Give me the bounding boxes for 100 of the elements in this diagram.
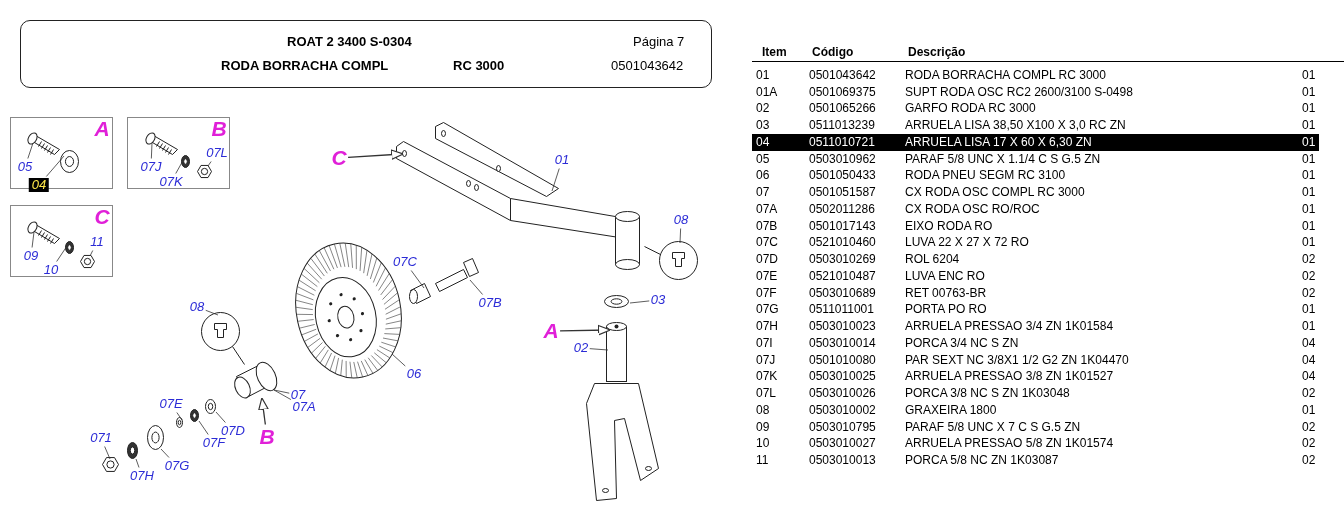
catalog-title: ROAT 2 3400 S-0304 [287, 34, 412, 49]
leader-line [198, 420, 209, 435]
part-description: PORCA 5/8 NC ZN 1K03087 [905, 453, 1059, 468]
part-code: 0511011001 [809, 302, 874, 318]
part-code: 0503010002 [809, 402, 876, 418]
page-number: Página 7 [633, 34, 685, 49]
quantity: 01 [1302, 302, 1316, 318]
quantity: 02 [1302, 386, 1316, 402]
leader-line [410, 270, 425, 289]
item-number: 07H [756, 319, 778, 335]
quantity: 01 [1302, 84, 1316, 100]
spacer-drawing [176, 417, 183, 428]
part-description: PORTA PO RO [905, 302, 987, 318]
part-code: 0501051587 [809, 185, 876, 201]
callout-number: 07L [206, 146, 228, 160]
callout-number: 07J [140, 160, 162, 174]
part-description: PARAF 5/8 UNC X 7 C S G.5 ZN [905, 419, 1081, 435]
leader-line [273, 389, 290, 394]
part-code: 0503010027 [809, 436, 876, 452]
grease-fitting-detail [644, 241, 698, 280]
quantity: 01 [1302, 218, 1316, 234]
item-number: 01 [756, 68, 770, 83]
item-number: 04 [756, 134, 770, 150]
callout-number: 071 [90, 431, 112, 445]
callout-number: 03 [650, 293, 666, 307]
leader-line [629, 300, 650, 304]
item-number: 07D [756, 252, 778, 268]
leader-line [215, 411, 226, 423]
view-arrow [559, 324, 611, 336]
bolt-drawing [27, 221, 60, 244]
quantity: 01 [1302, 402, 1316, 418]
column-header: Item [762, 45, 787, 59]
part-code: 0502011286 [809, 201, 875, 217]
item-number: 06 [756, 168, 770, 184]
bearing-drawing [205, 399, 216, 414]
part-description: GARFO RODA RC 3000 [905, 101, 1036, 117]
item-number: 05 [756, 151, 770, 167]
leader-line [150, 142, 153, 159]
leader-line [273, 389, 292, 400]
quantity: 01 [1302, 118, 1316, 134]
quantity: 01 [1302, 101, 1316, 117]
callout-number: 07E [159, 397, 183, 411]
item-number: 07I [756, 335, 773, 351]
part-code: 0501050433 [809, 168, 876, 184]
leader-line [31, 231, 35, 248]
part-code: 0511010721 [809, 134, 875, 150]
callout-number: 07D [221, 424, 245, 438]
leader-line [89, 250, 94, 257]
hub-drawing [234, 361, 278, 399]
view-letter: B [211, 118, 227, 140]
inset-panel [10, 117, 113, 189]
inset-panel [127, 117, 230, 189]
grease-fitting-detail [201, 312, 245, 365]
part-code: 0501065266 [809, 101, 876, 117]
leader-line [551, 168, 560, 192]
part-description: ROL 6204 [905, 252, 960, 268]
model-code: RC 3000 [453, 58, 505, 73]
view-marker: A [543, 320, 559, 342]
callout-number: 07K [159, 175, 183, 189]
quantity: 01 [1302, 201, 1316, 217]
seal-drawing [190, 409, 199, 422]
item-number: 07J [756, 352, 776, 368]
part-description: PORCA 3/4 NC S ZN [905, 335, 1019, 351]
part-code: 0503010026 [809, 386, 876, 402]
callout-number: 01 [554, 153, 570, 167]
washer-drawing [604, 295, 629, 308]
part-code: 0503010014 [809, 335, 876, 351]
item-number: 01A [756, 84, 778, 100]
dust-cap-drawing [147, 425, 164, 450]
item-number: 02 [756, 101, 770, 117]
quantity: 01 [1302, 235, 1316, 251]
leader-line [27, 142, 34, 159]
bolt-drawing [27, 132, 60, 155]
part-name: RODA BORRACHA COMPL [221, 58, 389, 73]
view-marker: B [259, 426, 275, 448]
callout-number: 07A [292, 400, 316, 414]
part-description: ARRUELA PRESSAO 3/4 ZN 1K01584 [905, 319, 1114, 335]
callout-number: 07C [393, 255, 417, 269]
quantity: 02 [1302, 453, 1316, 468]
leader-line [469, 279, 483, 295]
part-code: 0503010013 [809, 453, 876, 468]
view-arrow [258, 397, 269, 426]
callout-number: 06 [406, 367, 422, 381]
item-number: 07B [756, 218, 778, 234]
leader-line [104, 446, 111, 460]
item-number: 07A [756, 201, 778, 217]
part-description: ARRUELA PRESSAO 5/8 ZN 1K01574 [905, 436, 1114, 452]
item-number: 07L [756, 386, 777, 402]
quantity: 01 [1302, 151, 1316, 167]
callout-number: 05 [17, 160, 33, 174]
part-code: 0503010269 [809, 252, 876, 268]
callout-number: 07F [202, 436, 226, 450]
quantity: 04 [1302, 335, 1316, 351]
nut-drawing [197, 164, 212, 179]
quantity: 04 [1302, 369, 1316, 385]
item-number: 07 [756, 185, 770, 201]
quantity: 02 [1302, 268, 1316, 284]
part-description: ARRUELA PRESSAO 3/8 ZN 1K01527 [905, 369, 1114, 385]
lock-washer-drawing [181, 155, 190, 168]
item-number: 07F [756, 285, 777, 301]
